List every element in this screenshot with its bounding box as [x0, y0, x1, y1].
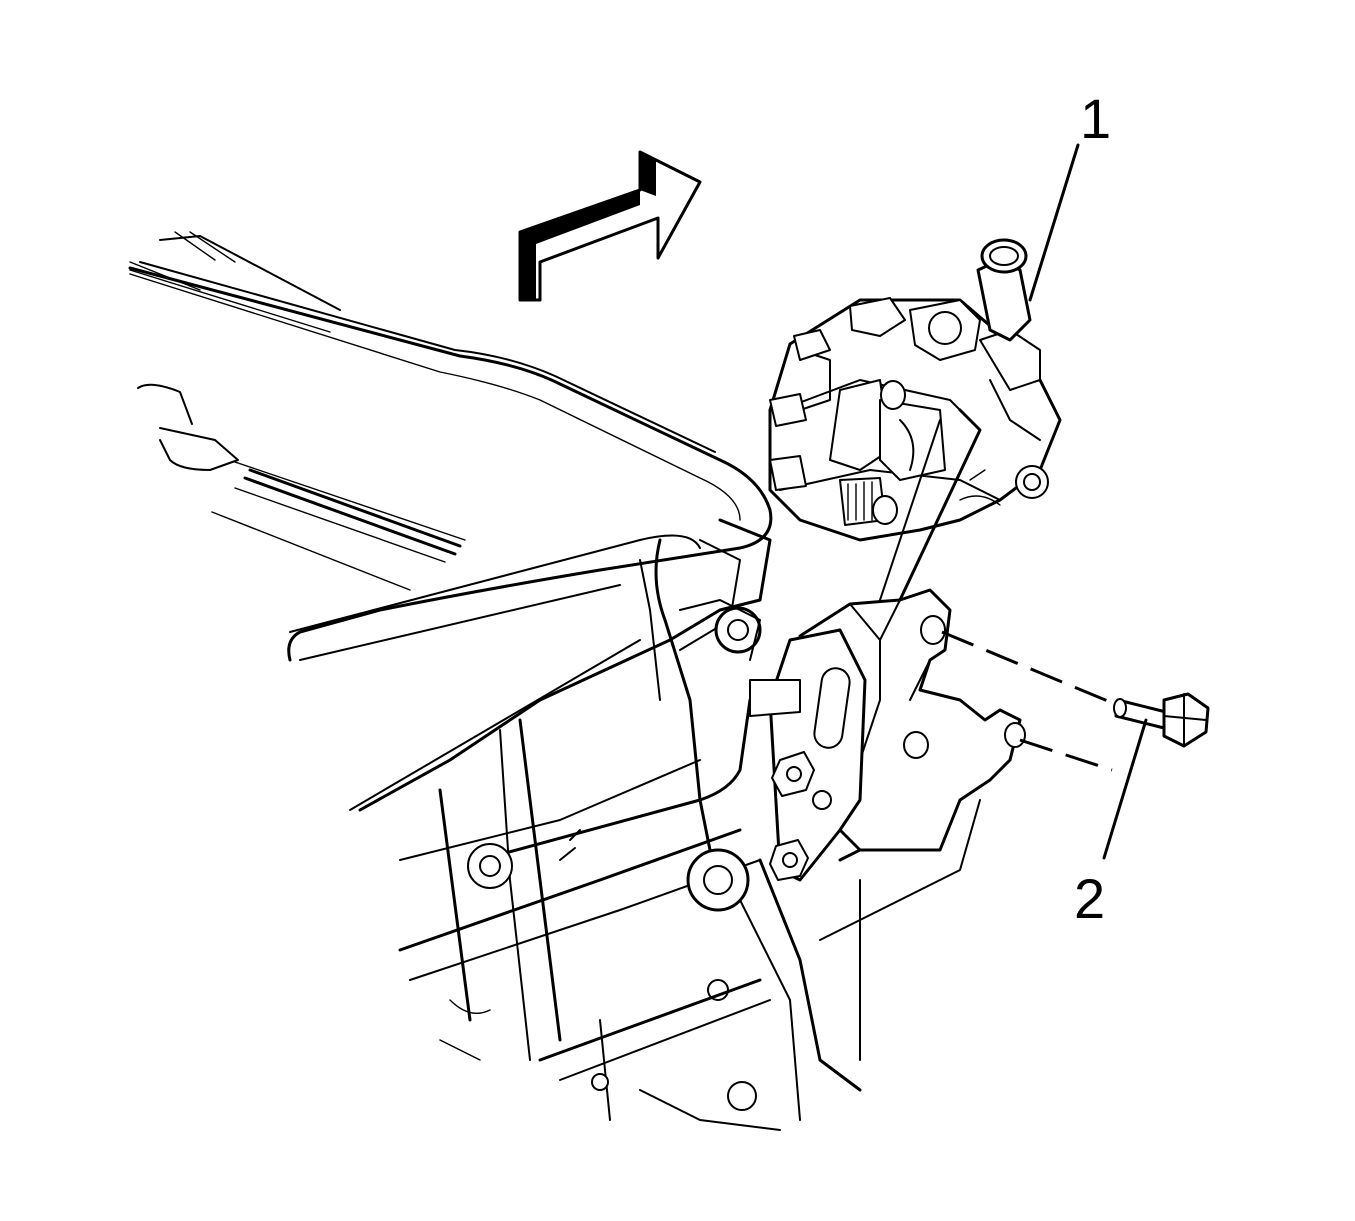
callout-2-label: 2 — [1074, 867, 1105, 930]
idler-fastener — [679, 599, 762, 661]
bolt-alignment-lines — [941, 630, 1116, 772]
leader-lines — [1028, 143, 1148, 860]
callout-1-label: 1 — [1080, 87, 1111, 150]
engine-block — [358, 518, 981, 1131]
pump-mounting-bracket — [749, 588, 1026, 882]
engine-cover — [128, 231, 773, 811]
direction-arrow — [518, 150, 702, 302]
pump-mounting-bolt — [1113, 692, 1210, 748]
power-steering-pump — [768, 238, 1062, 602]
